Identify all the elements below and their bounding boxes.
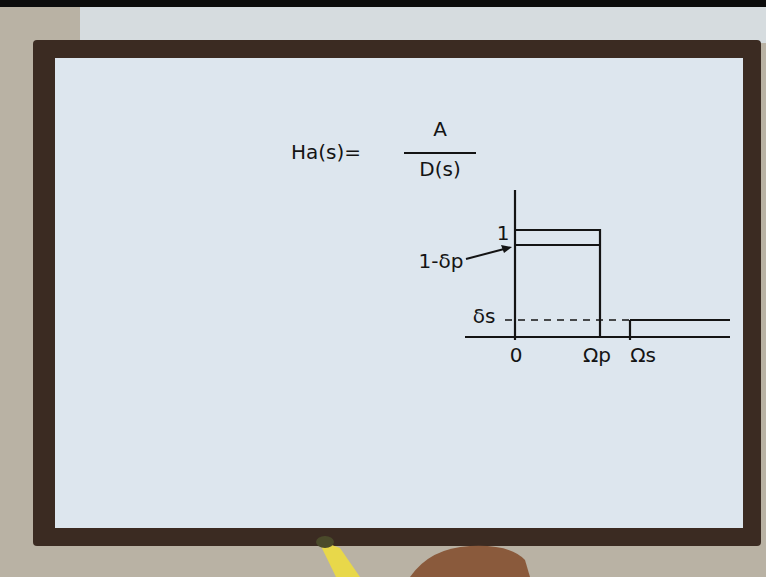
hand: [410, 546, 530, 577]
board: [55, 58, 743, 528]
y-axis: [514, 190, 516, 340]
stopband-dashed: [505, 319, 630, 321]
passband-max: 1: [497, 222, 510, 245]
transfer-function: Ha(s)=: [291, 141, 361, 164]
top-strip: [80, 7, 766, 43]
leader-arrow: [466, 248, 508, 259]
passband-upper: [515, 229, 600, 231]
top-band: [0, 0, 766, 7]
fraction-bar: [404, 152, 476, 154]
passband-min: 1-δp: [419, 250, 464, 273]
stopband-level: [630, 319, 730, 321]
arrow-head: [501, 245, 512, 253]
origin: 0: [510, 344, 523, 367]
numerator: A: [433, 118, 447, 141]
denominator: D(s): [419, 158, 460, 181]
stopband-level: δs: [473, 305, 496, 328]
stopband-edge: [629, 320, 631, 340]
x-axis: [465, 336, 730, 338]
stopband-edge-freq: Ωs: [630, 344, 656, 367]
passband-lower: [515, 244, 600, 246]
passband-edge-freq: Ωp: [583, 344, 611, 367]
board-frame: [33, 40, 761, 546]
marker: [316, 536, 360, 577]
